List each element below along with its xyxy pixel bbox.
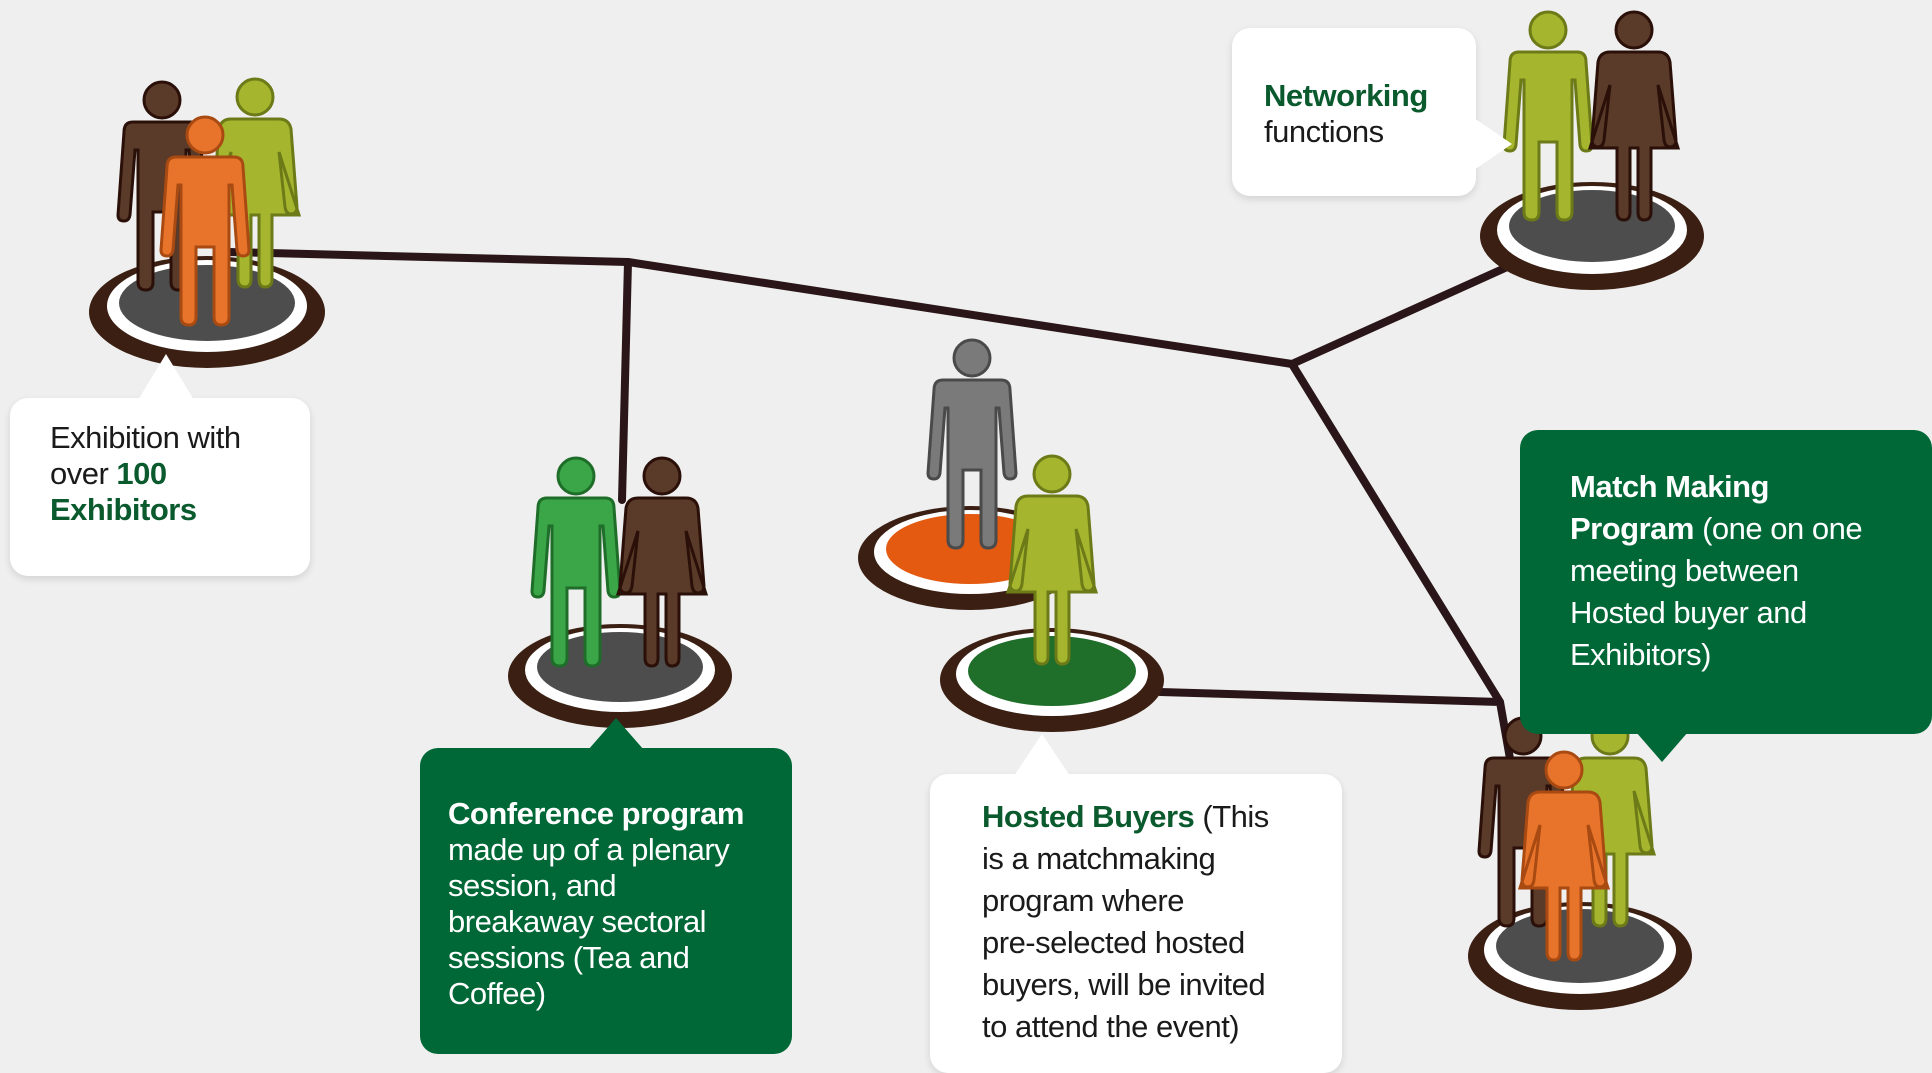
match-making-node [1468,716,1692,1010]
match-making-suffix: (one on one [1693,511,1863,546]
conference-callout: Conference program made up of a plenary … [420,748,792,1054]
conference-text-line: made up of a plenary [448,832,730,867]
connector-networking [1288,264,1509,368]
networking-callout: Networking functions [1232,28,1476,196]
match-making-text-line: Exhibitors) [1570,637,1711,672]
networking-text: functions [1264,114,1384,149]
hosted-buyers-text-line: buyers, will be invited [982,967,1266,1002]
conference-text-line: breakaway sectoral [448,904,707,939]
networking-callout-tail [1474,118,1512,170]
exhibition-label-line3: Exhibitors [50,492,197,527]
hosted-buyers-callout: Hosted Buyers (This is a matchmaking pro… [930,774,1342,1073]
hosted-buyers-text-line: is a matchmaking [982,841,1216,876]
match-making-text-line: meeting between [1570,553,1799,588]
connector-hosted-buyers [1156,688,1516,774]
conference-title: Conference program [448,796,744,831]
connector-conference [618,258,632,504]
platform-top [537,632,703,702]
hosted-buyers-title: Hosted Buyers [982,799,1195,834]
platform-top [1509,190,1675,262]
conference-text-line: Coffee) [448,976,546,1011]
match-making-title-line2: Program [1570,511,1694,546]
connector-match-making [1288,360,1504,706]
exhibition-node [89,77,325,368]
conference-node [508,456,732,728]
exhibition-count: 100 [116,456,167,491]
match-making-callout-tail [1636,732,1688,762]
hosted-buyers-callout-tail [1014,734,1070,776]
match-making-callout: Match Making Program (one on one meeting… [1520,430,1932,734]
connector-exhibition-to-junction [224,248,1296,368]
conference-callout-tail [588,718,644,750]
hosted-buyers-node [858,338,1164,732]
platform-top-green [968,636,1136,706]
conference-text-line: sessions (Tea and [448,940,690,975]
hosted-buyers-text-line: program where [982,883,1184,918]
match-making-text-line: Hosted buyer and [1570,595,1807,630]
hosted-buyers-text-line: pre-selected hosted [982,925,1245,960]
exhibition-label-line1: Exhibition with [50,420,241,455]
connector-lines [224,248,1516,774]
exhibition-callout: Exhibition with over 100 Exhibitors [10,398,310,576]
exhibition-callout-tail [138,354,194,400]
hosted-buyers-title-suffix: (This [1194,799,1269,834]
hosted-buyers-text-line: to attend the event) [982,1009,1240,1044]
networking-node [1480,10,1704,290]
networking-title: Networking [1264,78,1428,113]
conference-text-line: session, and [448,868,617,903]
match-making-title-line1: Match Making [1570,469,1769,504]
exhibition-label-pre: over [50,456,117,491]
